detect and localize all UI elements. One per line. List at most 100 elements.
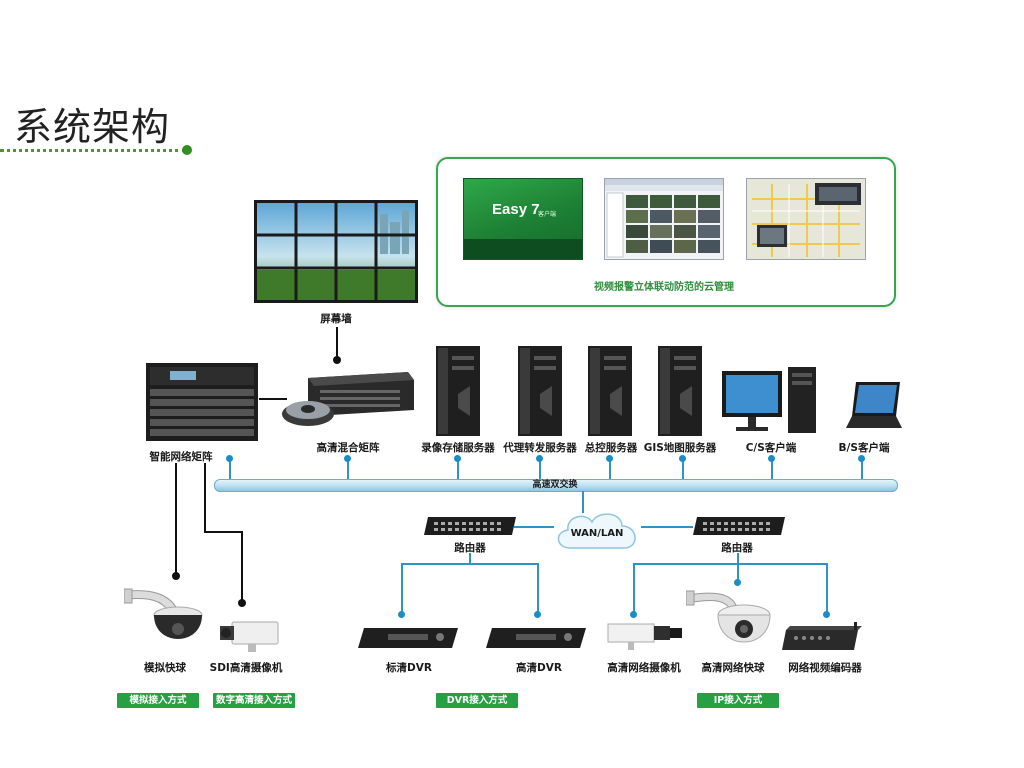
feeder-gis-dot — [679, 455, 686, 462]
gis-server-graphic — [658, 346, 702, 436]
network-video-encoder — [782, 622, 862, 654]
master-server-label: 总控服务器 — [584, 442, 638, 454]
router-left-label: 路由器 — [454, 542, 486, 554]
tag-ip-access: IP接入方式 — [697, 693, 779, 708]
master-server-device — [588, 346, 632, 436]
analog-dome-label: 模拟快球 — [144, 662, 186, 674]
feeder-master — [609, 458, 611, 480]
smart-matrix-label: 智能网络矩阵 — [149, 451, 213, 463]
router-right-down — [737, 553, 739, 583]
sdi-hd-camera — [218, 618, 284, 654]
feeder-record-dot — [454, 455, 461, 462]
branch-sd-dvr-dot — [398, 611, 405, 618]
branch-hd-dvr-dot — [534, 611, 541, 618]
smart-matrix-device — [146, 363, 258, 441]
cloud-icon — [557, 513, 636, 549]
feeder-gis — [682, 458, 684, 480]
wan-to-router-right — [641, 526, 693, 528]
branch-ip-dome-dot — [734, 579, 741, 586]
record-server-graphic — [436, 346, 480, 436]
matrix-to-dome-line — [175, 463, 177, 575]
proxy-server-label: 代理转发服务器 — [503, 442, 577, 454]
wan-lan-label: WAN/LAN — [570, 528, 624, 539]
gis-server-device — [658, 346, 702, 436]
hd-ip-camera — [606, 620, 686, 652]
feeder-master-dot — [606, 455, 613, 462]
wall-to-mixer-line — [336, 327, 338, 360]
proxy-server-device — [518, 346, 562, 436]
bs-client-graphic — [846, 382, 902, 428]
branch-hd-dvr — [537, 563, 539, 615]
video-wall — [254, 200, 418, 303]
easy7-login-screenshot: Easy 7 客户端 — [463, 178, 583, 260]
cloud-panel-caption: 视频报警立体联动防范的云管理 — [594, 282, 734, 293]
proxy-server-graphic — [518, 346, 562, 436]
feeder-matrix — [229, 458, 231, 480]
sd-dvr-graphic — [358, 628, 458, 648]
router-right-graphic — [693, 517, 785, 535]
feeder-bs-dot — [858, 455, 865, 462]
hd-ip-dome-label: 高清网络快球 — [701, 662, 765, 674]
hd-mixed-matrix-label: 高清混合矩阵 — [316, 442, 380, 454]
wan-lan-cloud — [552, 508, 642, 554]
matrix-to-dome-dot — [172, 572, 180, 580]
router-left-branch — [401, 563, 539, 565]
cs-client-label: C/S客户端 — [745, 442, 797, 454]
record-server-label: 录像存储服务器 — [421, 442, 495, 454]
analog-dome-graphic — [123, 588, 203, 639]
feeder-mixer — [347, 458, 349, 480]
sdi-camera-label: SDI高清摄像机 — [209, 662, 283, 674]
tag-dvr-access: DVR接入方式 — [436, 693, 518, 708]
video-wall-label: 屏幕墙 — [320, 313, 352, 325]
router-left-graphic — [424, 517, 516, 535]
feeder-cs — [771, 458, 773, 480]
easy7-login-bar — [464, 239, 582, 259]
bs-client-laptop — [846, 382, 902, 434]
hd-ip-dome-camera — [685, 585, 778, 653]
matrix-to-mixer-line — [259, 398, 287, 400]
analog-dome-camera — [123, 585, 206, 653]
hd-ip-camera-graphic — [607, 623, 682, 650]
page-title: 系统架构 — [14, 105, 171, 149]
wall-connector-dot — [333, 356, 341, 364]
encoder-graphic — [782, 622, 862, 650]
hd-mixed-matrix-graphic — [282, 372, 414, 426]
high-speed-bus — [214, 479, 898, 492]
map-graphic — [747, 179, 865, 259]
branch-ip-camera-dot — [630, 611, 637, 618]
video-grid-screenshot — [604, 178, 724, 260]
video-wall-graphic — [254, 200, 418, 303]
feeder-mixer-dot — [344, 455, 351, 462]
cs-client-computer — [722, 367, 818, 437]
smart-matrix-graphic — [146, 363, 258, 441]
record-server-device — [436, 346, 480, 436]
matrix-to-sdi-line-b — [204, 531, 243, 533]
router-left-to-wan — [514, 526, 554, 528]
router-right-device — [693, 517, 785, 535]
cs-client-graphic — [722, 367, 816, 433]
feeder-cs-dot — [768, 455, 775, 462]
branch-encoder — [826, 563, 828, 615]
router-left-down — [469, 553, 471, 563]
tag-digital-hd-access: 数字高清接入方式 — [213, 693, 295, 708]
sdi-camera-graphic — [220, 621, 279, 652]
feeder-bs — [861, 458, 863, 480]
hd-ip-dome-graphic — [685, 590, 771, 643]
master-server-graphic — [588, 346, 632, 436]
branch-sd-dvr — [401, 563, 403, 615]
easy7-title: Easy 7 — [492, 201, 540, 218]
router-right-branch — [633, 563, 828, 565]
feeder-proxy — [539, 458, 541, 480]
high-speed-bus-label: 高速双交换 — [532, 480, 578, 490]
feeder-matrix-dot — [226, 455, 233, 462]
hd-ip-camera-label: 高清网络摄像机 — [607, 662, 681, 674]
sd-dvr-label: 标清DVR — [386, 662, 432, 674]
branch-ip-camera — [633, 563, 635, 615]
bus-to-wan-line — [582, 491, 584, 513]
sd-dvr-device — [358, 628, 458, 652]
matrix-to-sdi-dot — [238, 599, 246, 607]
easy7-subtitle: 客户端 — [538, 212, 557, 218]
matrix-to-sdi-line-c — [241, 531, 243, 603]
matrix-to-sdi-line-a — [204, 463, 206, 533]
map-screenshot — [746, 178, 866, 260]
